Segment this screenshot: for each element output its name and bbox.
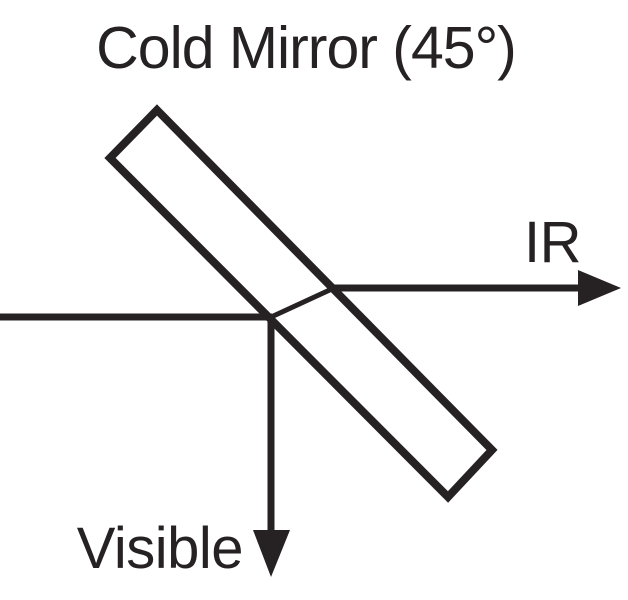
mirror-slab [104,104,498,503]
visible-label: Visible [77,516,243,581]
ir-ray [331,270,621,306]
visible-arrowhead-icon [253,530,290,577]
visible-ray [253,314,290,577]
ir-label: IR [524,210,581,275]
ir-arrowhead-icon [578,270,621,306]
refracted-ray-inside-mirror [267,285,336,321]
diagram-title: Cold Mirror (45°) [96,15,516,81]
